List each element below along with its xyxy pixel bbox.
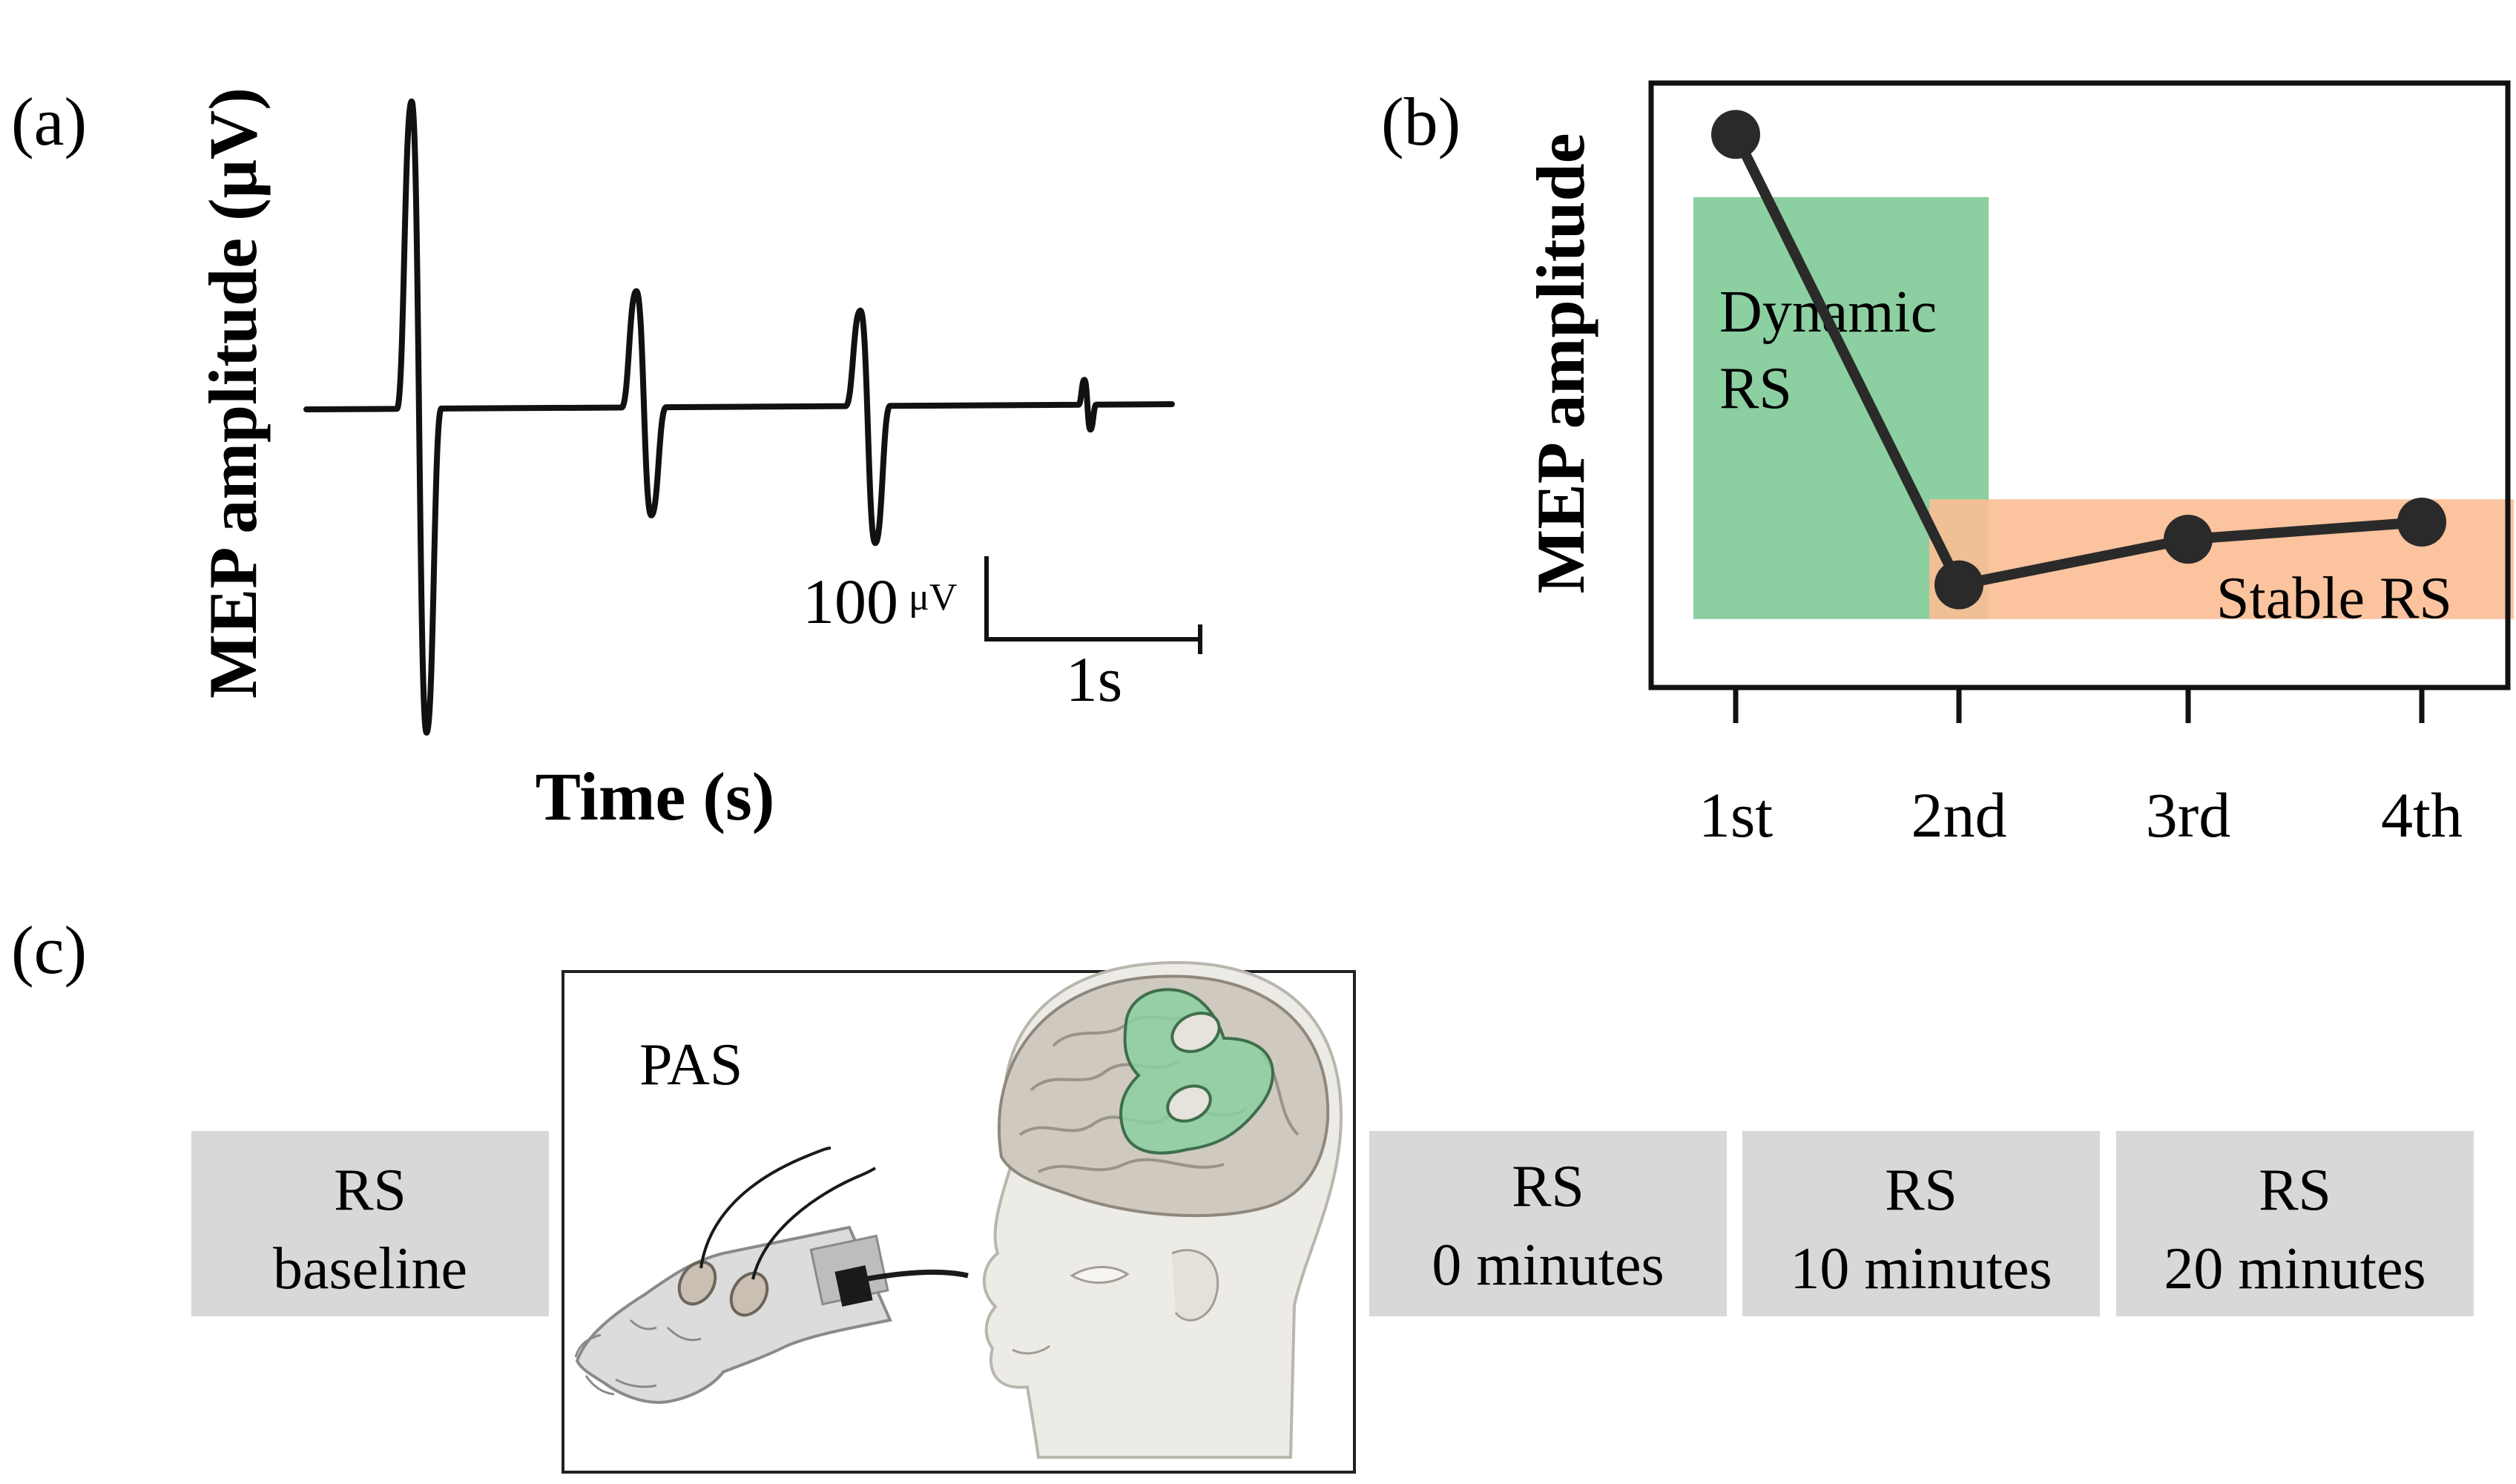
step-box [2116, 1131, 2474, 1316]
stim-electrode-2 [729, 1271, 769, 1317]
step-box [191, 1131, 549, 1316]
pas-label: PAS [639, 1032, 742, 1098]
x-tick-label-3rd: 3rd [2146, 779, 2231, 851]
mouth [1012, 1345, 1050, 1355]
x-ticks [1733, 687, 2425, 723]
scalebar-time: 1s [1066, 644, 1122, 715]
mep-series-points [1711, 110, 2446, 610]
step-subtitle: baseline [273, 1236, 467, 1302]
stim-wire-1 [699, 1147, 831, 1269]
scalebar-lines [984, 556, 1200, 642]
mep-trace [303, 98, 1175, 736]
panel-b-label: (b) [1381, 84, 1460, 159]
eye [1070, 1266, 1130, 1284]
panel-c-label: (c) [11, 912, 87, 988]
panel-b: (b) MEP amplitude Dynamic RS Stable RS 1… [1381, 80, 2514, 851]
dynamic-rs-label-line2: RS [1719, 356, 1792, 421]
step-title: RS [1512, 1154, 1584, 1219]
ground-cable [863, 1269, 969, 1282]
plot-frame [1648, 80, 2511, 690]
data-point-2nd [1934, 560, 1983, 610]
ground-electrode [834, 1265, 873, 1307]
step-subtitle: 0 minutes [1432, 1233, 1664, 1298]
stim-electrode-1 [677, 1260, 717, 1306]
step-title: RS [334, 1158, 406, 1223]
stim-wire-2 [751, 1167, 877, 1280]
coil-hole-lower [1166, 1084, 1212, 1123]
hand [575, 1225, 892, 1404]
step-subtitle: 20 minutes [2164, 1236, 2426, 1302]
step-rs-10-minutes: RS 10 minutes [1742, 1131, 2100, 1316]
step-rs-20-minutes: RS 20 minutes [2116, 1131, 2474, 1316]
panel-a-label: (a) [11, 84, 87, 159]
panel-c: (c) RS baseline PAS [11, 912, 2474, 1474]
x-tick-labels: 1st 2nd 3rd 4th [1699, 779, 2463, 851]
step-title: RS [2259, 1158, 2331, 1223]
hand-illustration [574, 1147, 969, 1404]
panel-a: (a) MEP amplitude (μV) Time (s) 100 μV 1… [11, 84, 1202, 834]
tms-coil [1119, 988, 1274, 1155]
scalebar-amplitude: 100 [803, 566, 898, 637]
panel-b-ylabel: MEP amplitude [1523, 133, 1598, 593]
mep-series-line [1730, 132, 2423, 590]
scalebar-amplitude-unit: μV [909, 576, 957, 619]
scalebar: 100 μV 1s [803, 556, 1202, 715]
step-title: RS [1885, 1158, 1957, 1223]
ear [1171, 1249, 1219, 1322]
step-subtitle: 10 minutes [1790, 1236, 2052, 1302]
step-box [1369, 1131, 1727, 1316]
data-point-4th [2397, 498, 2446, 547]
panel-a-xlabel: Time (s) [536, 759, 775, 834]
data-point-3rd [2164, 515, 2213, 564]
step-rs-0-minutes: RS 0 minutes [1369, 1131, 1727, 1316]
step-rs-baseline: RS baseline [191, 1131, 549, 1316]
step-box [1742, 1131, 2100, 1316]
hand-creases [574, 1319, 702, 1396]
data-point-1st [1711, 110, 1760, 159]
coil-hole-upper [1170, 1012, 1221, 1053]
x-tick-label-4th: 4th [2381, 779, 2463, 851]
panel-a-ylabel: MEP amplitude (μV) [195, 88, 271, 699]
stable-rs-label: Stable RS [2216, 566, 2452, 631]
coil-body [1119, 988, 1274, 1155]
x-tick-label-1st: 1st [1699, 779, 1773, 851]
pas-box: PAS [562, 960, 1356, 1474]
x-tick-label-2nd: 2nd [1911, 779, 2007, 851]
